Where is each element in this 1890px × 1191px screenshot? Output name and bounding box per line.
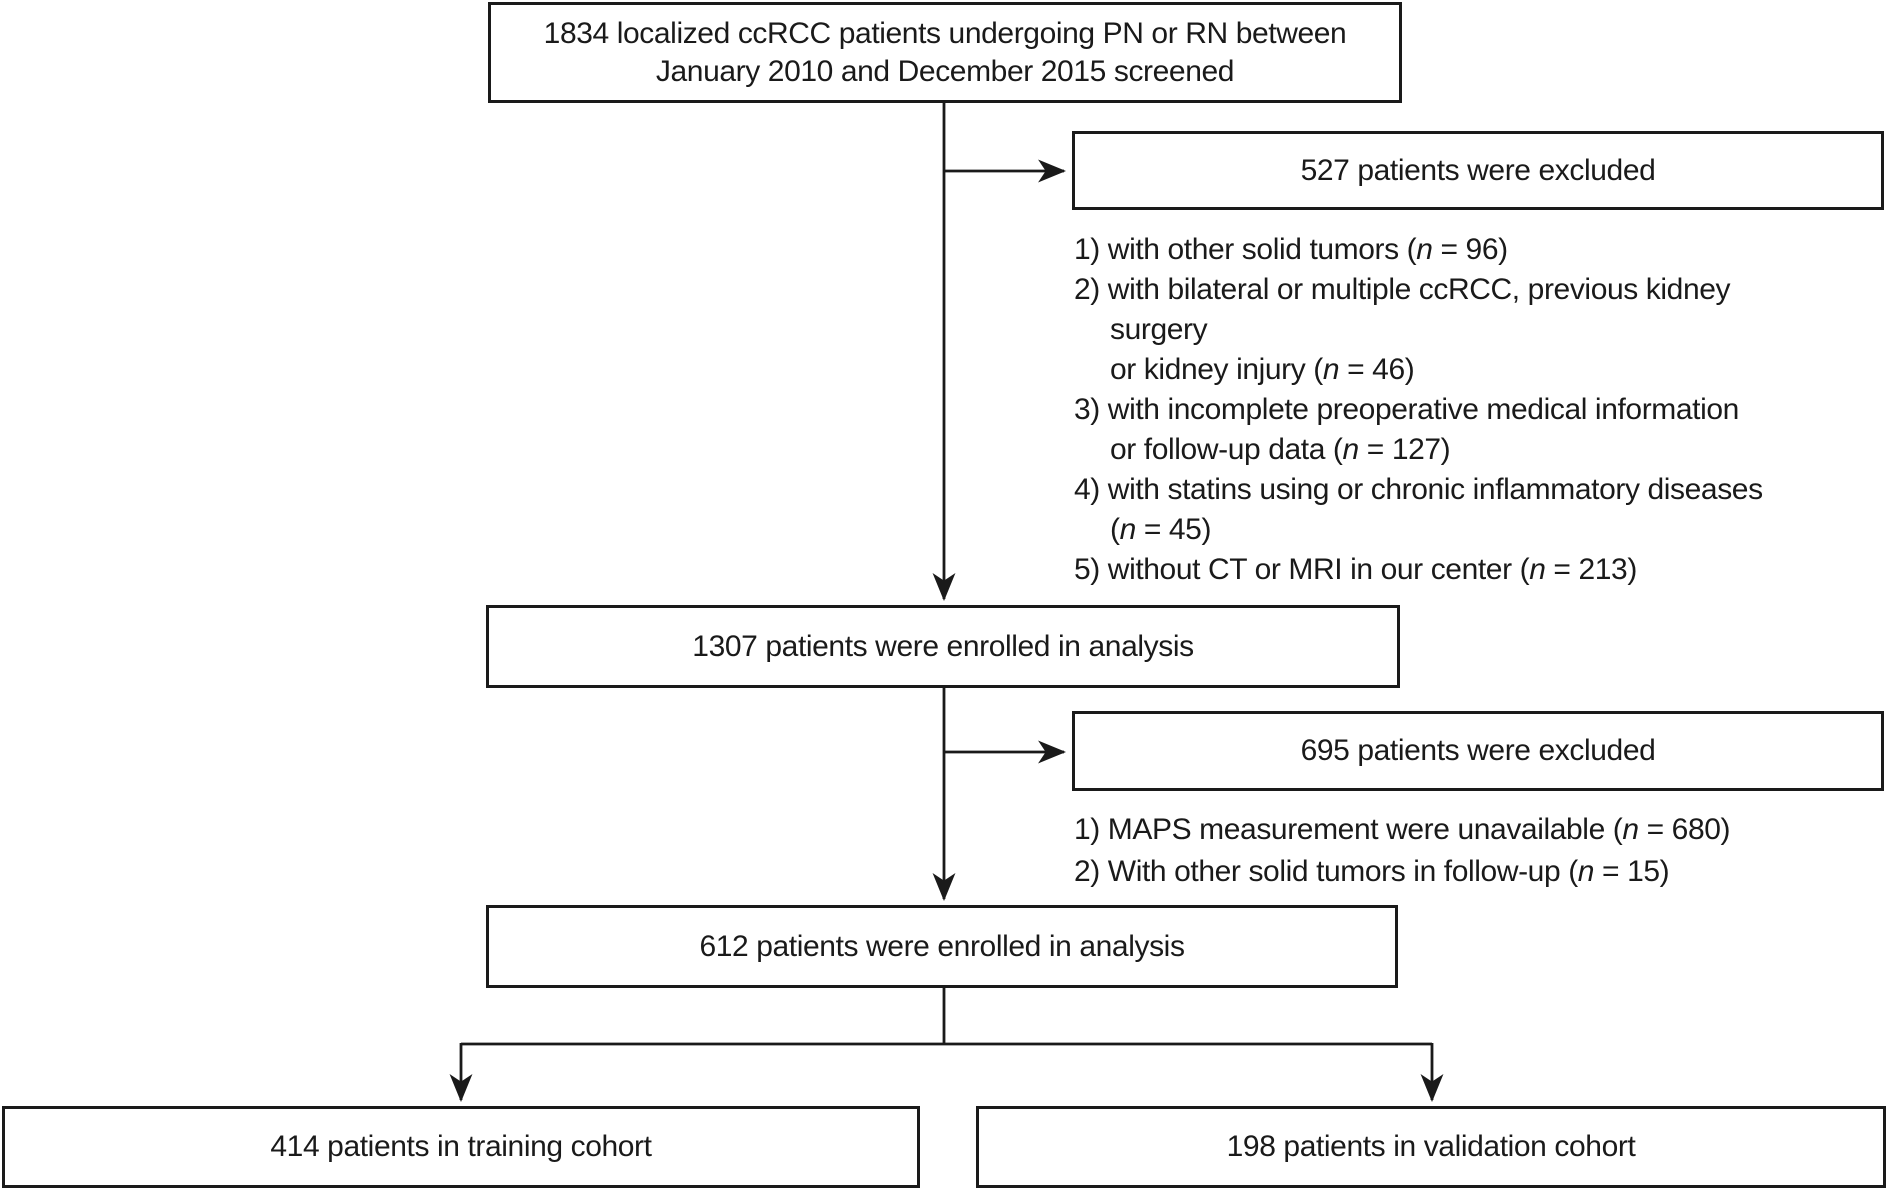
reason-line: 1) MAPS measurement were unavailable (n … <box>1074 813 1731 846</box>
box-validation-cohort: 198 patients in validation cohort <box>976 1106 1886 1188</box>
box-training-cohort: 414 patients in training cohort <box>2 1106 920 1188</box>
box-excluded-first-label: 527 patients were excluded <box>1300 153 1656 187</box>
box-excluded-second-label: 695 patients were excluded <box>1300 734 1656 768</box>
box-enrolled-first: 1307 patients were enrolled in analysis <box>486 605 1400 688</box>
reason-line: 4) with statins using or chronic inflamm… <box>1074 473 1763 506</box>
reason-line: 3) with incomplete preoperative medical … <box>1074 393 1739 426</box>
box-excluded-first: 527 patients were excluded <box>1072 131 1884 210</box>
box-enrolled-second-label: 612 patients were enrolled in analysis <box>699 929 1185 963</box>
box-screened-patients: 1834 localized ccRCC patients undergoing… <box>488 2 1402 103</box>
reason-line: 2) with bilateral or multiple ccRCC, pre… <box>1074 273 1731 306</box>
reason-line: surgery <box>1110 313 1208 346</box>
box-enrolled-second: 612 patients were enrolled in analysis <box>486 905 1398 988</box>
reason-line: 5) without CT or MRI in our center (n = … <box>1074 553 1637 586</box>
box-training-cohort-label: 414 patients in training cohort <box>270 1130 652 1164</box>
box-enrolled-first-label: 1307 patients were enrolled in analysis <box>692 629 1194 663</box>
exclusion-reasons-first: 1) with other solid tumors (n = 96) 2) w… <box>1074 230 1763 590</box>
reason-line: 2) With other solid tumors in follow-up … <box>1074 855 1670 888</box>
reason-line: (n = 45) <box>1110 513 1212 546</box>
reason-line: or kidney injury (n = 46) <box>1110 353 1415 386</box>
box-validation-cohort-label: 198 patients in validation cohort <box>1226 1130 1636 1164</box>
exclusion-reasons-second: 1) MAPS measurement were unavailable (n … <box>1074 809 1731 893</box>
box-screened-label: 1834 localized ccRCC patients undergoing… <box>543 17 1347 88</box>
reason-line: 1) with other solid tumors (n = 96) <box>1074 233 1508 266</box>
reason-line: or follow-up data (n = 127) <box>1110 433 1451 466</box>
box-excluded-second: 695 patients were excluded <box>1072 711 1884 791</box>
